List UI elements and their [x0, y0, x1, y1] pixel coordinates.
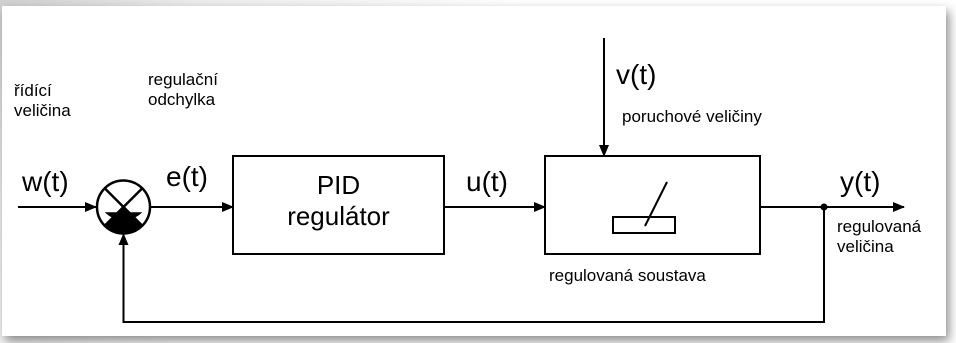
pid-label-line1: PID — [316, 170, 361, 200]
output-desc-line2: veličina — [837, 237, 894, 257]
reference-label-line2: veličina — [14, 101, 71, 121]
diagram-panel — [2, 6, 946, 336]
plant-label: regulovaná soustava — [549, 266, 706, 285]
signal-v: v(t) — [616, 59, 657, 90]
pid-label-line2: regulátor — [287, 201, 390, 232]
reference-label-line1: řídící — [14, 81, 52, 100]
feedback-path — [118, 207, 825, 323]
error-desc-label: regulační odchylka — [148, 70, 218, 111]
summing-junction — [95, 179, 152, 235]
reference-label: řídící veličina — [14, 81, 71, 122]
error-desc-line2: odchylka — [148, 90, 216, 110]
pid-block — [232, 155, 445, 255]
plant-needle — [644, 181, 668, 227]
output-desc-line1: regulovaná — [837, 217, 922, 236]
signal-y: y(t) — [840, 166, 881, 197]
signal-u: u(t) — [466, 166, 508, 197]
signal-w: w(t) — [22, 166, 69, 197]
pid-block-label: PID regulátor — [233, 170, 444, 232]
plant-block — [544, 155, 761, 255]
signal-e: e(t) — [166, 161, 208, 192]
plant-inner-rect — [612, 216, 676, 234]
disturbance-label: poruchové veličiny — [622, 107, 762, 126]
error-desc-line1: regulační — [148, 70, 218, 89]
output-desc-label: regulovaná veličina — [837, 217, 921, 258]
